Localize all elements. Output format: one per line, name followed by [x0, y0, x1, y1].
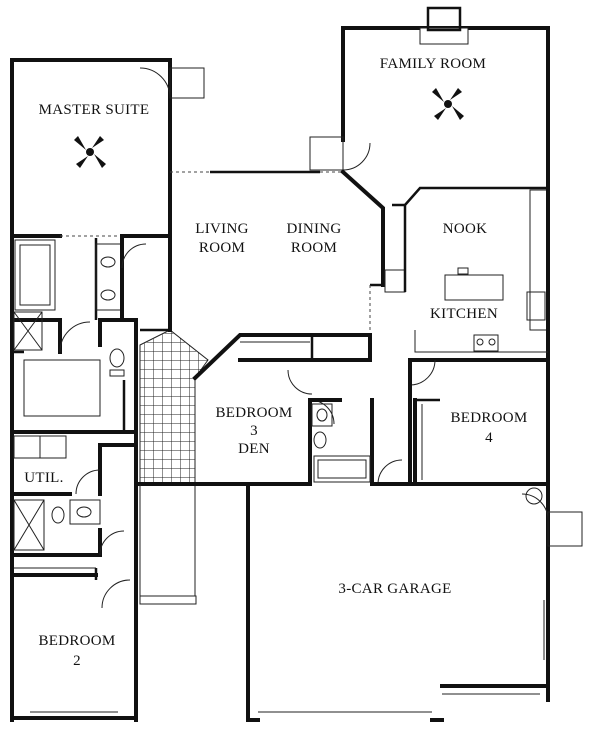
master-closet: [169, 67, 205, 99]
family-room: [309, 6, 550, 187]
shared-bath: [308, 398, 374, 486]
water-heater: [525, 487, 543, 505]
fireplace-hearth: [419, 27, 469, 45]
vanity: [311, 403, 333, 427]
porch-step: [139, 595, 197, 605]
toilet: [109, 348, 125, 368]
bedroom-3-label-3: DEN: [238, 441, 270, 457]
bedroom-4-label: BEDROOM: [450, 410, 527, 426]
shower: [13, 311, 43, 351]
ceiling-fan-icon: [432, 88, 464, 120]
master-suite: [10, 58, 205, 354]
shower: [13, 499, 45, 551]
bedroom-2-label-1: BEDROOM: [38, 633, 115, 649]
toilet: [313, 431, 327, 449]
util-label: UTIL.: [24, 470, 63, 486]
side-door-stoop: [547, 511, 583, 547]
fireplace: [426, 6, 462, 32]
sink: [100, 289, 116, 301]
pantry: [384, 269, 406, 293]
nook-label: NOOK: [443, 221, 488, 237]
dining-room-label-2: ROOM: [291, 240, 337, 256]
toilet: [51, 506, 65, 524]
family-room-label: FAMILY ROOM: [380, 56, 486, 72]
vanity: [69, 499, 101, 525]
bedroom-3-label-2: 3: [250, 423, 258, 439]
garage: [246, 486, 583, 722]
garage-label: 3-CAR GARAGE: [338, 581, 451, 597]
foyer: [138, 170, 343, 605]
bathtub: [14, 239, 56, 311]
kitchen-island: [444, 274, 504, 301]
bathtub: [313, 455, 371, 483]
ceiling-fan-icon: [74, 136, 106, 168]
walk-in-closet: [23, 359, 101, 417]
living-room-label-2: ROOM: [199, 240, 245, 256]
bedroom-4: [368, 333, 550, 486]
dining-room-label-1: DINING: [286, 221, 341, 237]
hall-walls: [10, 318, 138, 722]
tile-entry: [139, 329, 209, 485]
sink: [100, 256, 116, 268]
bedroom-4-number: 4: [485, 430, 493, 446]
kitchen-walls: [340, 169, 550, 362]
master-bath: [10, 234, 147, 417]
kitchen-label: KITCHEN: [430, 306, 498, 322]
door-swing: [342, 142, 371, 171]
hall-bath: [10, 434, 138, 722]
bedroom-2-label-2: 2: [73, 653, 81, 669]
family-closet: [309, 136, 344, 171]
room-labels: FAMILY ROOM MASTER SUITE LIVING ROOM DIN…: [24, 56, 527, 669]
bedroom-3-label-1: BEDROOM: [215, 405, 292, 421]
sink: [526, 291, 546, 321]
master-suite-label: MASTER SUITE: [39, 102, 150, 118]
bedroom-2: [10, 567, 138, 720]
range: [473, 334, 499, 352]
living-room-label-1: LIVING: [195, 221, 248, 237]
